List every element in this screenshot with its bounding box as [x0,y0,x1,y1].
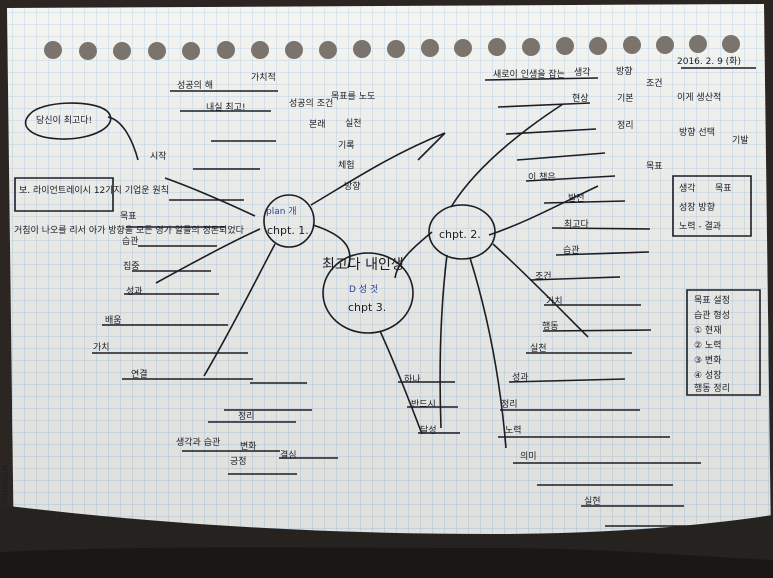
right-word-7: 정리 [617,120,634,131]
mini-box-line-3: 성장 방향 [679,201,715,213]
bottom-word-8: 노력 [505,424,522,436]
brand-watermark: © SPRINGER [1,464,11,522]
branch-word-3: 내실 최고! [206,102,246,113]
bottom-word-9: 의미 [520,451,537,462]
right-word-10: 기발 [732,135,749,146]
branch-word-7: 실천 [345,118,362,129]
branch-word-10: 방향 [344,180,361,192]
right-box-line-1: 목표 설정 [694,295,730,306]
chapter-tag-1: plan 개 [266,206,297,217]
branch-word-6: 본래 [309,119,326,130]
chapter-label-3: chpt 3. [348,301,386,314]
branch-word-8: 기록 [338,140,355,151]
center-title: 최고다 내인생 [322,257,404,273]
right-word-3: 방향 [616,65,633,77]
mind-map-lines [14,67,761,527]
right-word-11: 목표 [646,161,663,172]
right-word-6: 기본 [617,93,634,104]
mini-box-line-1: 생각 [679,182,696,194]
date-label: 2016. 2. 9 (화) [677,56,741,67]
bottom-word-2: 긍정 [230,456,247,467]
hand-shadow [0,505,773,578]
branch-word-18: 연결 [131,369,148,380]
left-body-note: 거침이 나오를 리서 아가 방향을 모든 영가 알들의 정돈되었다 [14,224,245,236]
branch-word-15: 성과 [126,286,143,297]
branch-word-20: 변화 [240,441,257,452]
bottom-word-6: 달성 [420,424,437,436]
right-word-18: 행동 [542,320,559,332]
bottom-word-5: 반드시 [411,399,436,410]
right-word-17: 가치 [546,295,563,307]
right-word-20: 성과 [512,372,529,383]
branch-word-14: 집중 [123,260,140,272]
notebook-page [7,4,771,560]
branch-word-9: 체험 [338,160,355,171]
binder-holes [44,35,740,60]
left-box-note: 보. 라이언트레이시 12가지 기업운 원칙 [19,184,169,196]
right-box-line-3: ① 현재 [694,325,722,336]
right-word-13: 발전 [568,193,585,204]
bottom-word-1: 생각과 습관 [176,436,220,448]
right-word-1: 새로이 인생을 잡는 [493,68,565,80]
branch-word-4: 성공의 조건 [289,98,333,109]
bottom-word-3: 결심 [280,450,297,461]
branch-word-13: 습관 [122,236,139,247]
branch-word-19: 정리 [238,411,255,422]
right-box-line-2: 습관 형성 [694,310,730,321]
right-box-line-4: ② 노력 [694,339,722,351]
branch-word-5: 목표를 노도 [331,91,375,102]
right-box-line-5: ③ 변화 [694,355,722,366]
bottom-word-7: 정리 [501,399,518,410]
mini-box-line-2: 목표 [715,183,732,194]
right-word-15: 습관 [563,245,580,256]
right-word-16: 조건 [535,271,552,282]
top-left-note: 당신이 최고다! [36,115,92,126]
right-word-9: 방향 선택 [679,126,715,138]
right-word-4: 조건 [646,78,663,89]
chapter-label-1: chpt. 1. [267,224,309,237]
bottom-word-4: 하나 [404,374,421,385]
right-word-14: 최고다 [564,219,590,230]
right-word-2: 생각 [574,66,591,78]
right-box-line-7: 행동 정리 [694,382,730,394]
mini-box-line-4: 노력 - 결과 [679,220,721,232]
right-word-5: 현상 [572,93,589,104]
right-word-8: 이게 생산적 [677,91,721,103]
right-word-12: 이 책은 [528,171,556,183]
branch-word-12: 목표 [120,211,137,222]
right-box-line-6: ④ 성장 [694,370,722,381]
branch-word-11: 시작 [150,151,167,162]
chapter-label-2: chpt. 2. [439,228,481,241]
branch-word-16: 배움 [105,315,122,326]
branch-word-17: 가치 [93,341,110,353]
mind-map-text: 2016. 2. 9 (화) 당신이 최고다! 보. 라이언트레이시 12가지 … [1,56,749,522]
right-word-19: 실천 [530,343,547,354]
chapter-tag-3: D 성 것 [349,284,378,295]
bottom-word-10: 실현 [584,496,601,507]
branch-word-2: 가치적 [251,71,276,83]
branch-word-1: 성공의 해 [177,80,213,91]
